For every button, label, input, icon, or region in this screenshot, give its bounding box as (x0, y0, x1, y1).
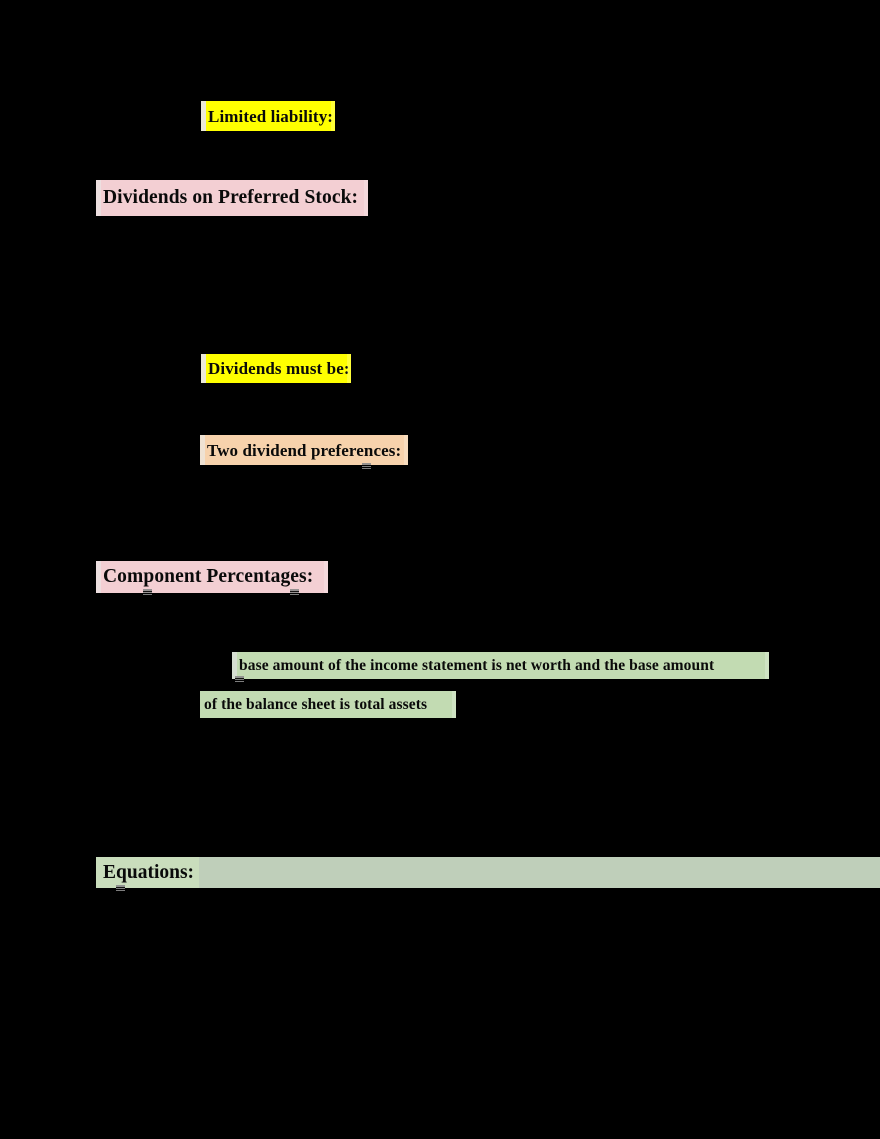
anchor-tick-component-3[interactable] (235, 676, 244, 682)
equations-label[interactable]: Equations: (96, 857, 199, 888)
highlight-dividends-must-be[interactable]: Dividends must be: (201, 354, 351, 383)
anchor-tick-two-dividend-preferences[interactable] (362, 463, 371, 469)
anchor-tick-equations[interactable] (116, 885, 125, 891)
anchor-tick-component-percentages[interactable] (143, 589, 152, 595)
highlight-two-dividend-preferences[interactable]: Two dividend preferences: (200, 435, 408, 465)
highlight-base-amount-line-1[interactable]: base amount of the income statement is n… (232, 652, 769, 679)
anchor-tick-component-2[interactable] (290, 589, 299, 595)
highlight-dividends-on-preferred-stock[interactable]: Dividends on Preferred Stock: (96, 180, 368, 216)
equations-band (96, 857, 880, 888)
highlight-limited-liability[interactable]: Limited liability: (201, 101, 335, 131)
highlight-base-amount-line-2[interactable]: of the balance sheet is total assets (200, 691, 456, 718)
highlight-component-percentages[interactable]: Component Percentages: (96, 561, 328, 593)
